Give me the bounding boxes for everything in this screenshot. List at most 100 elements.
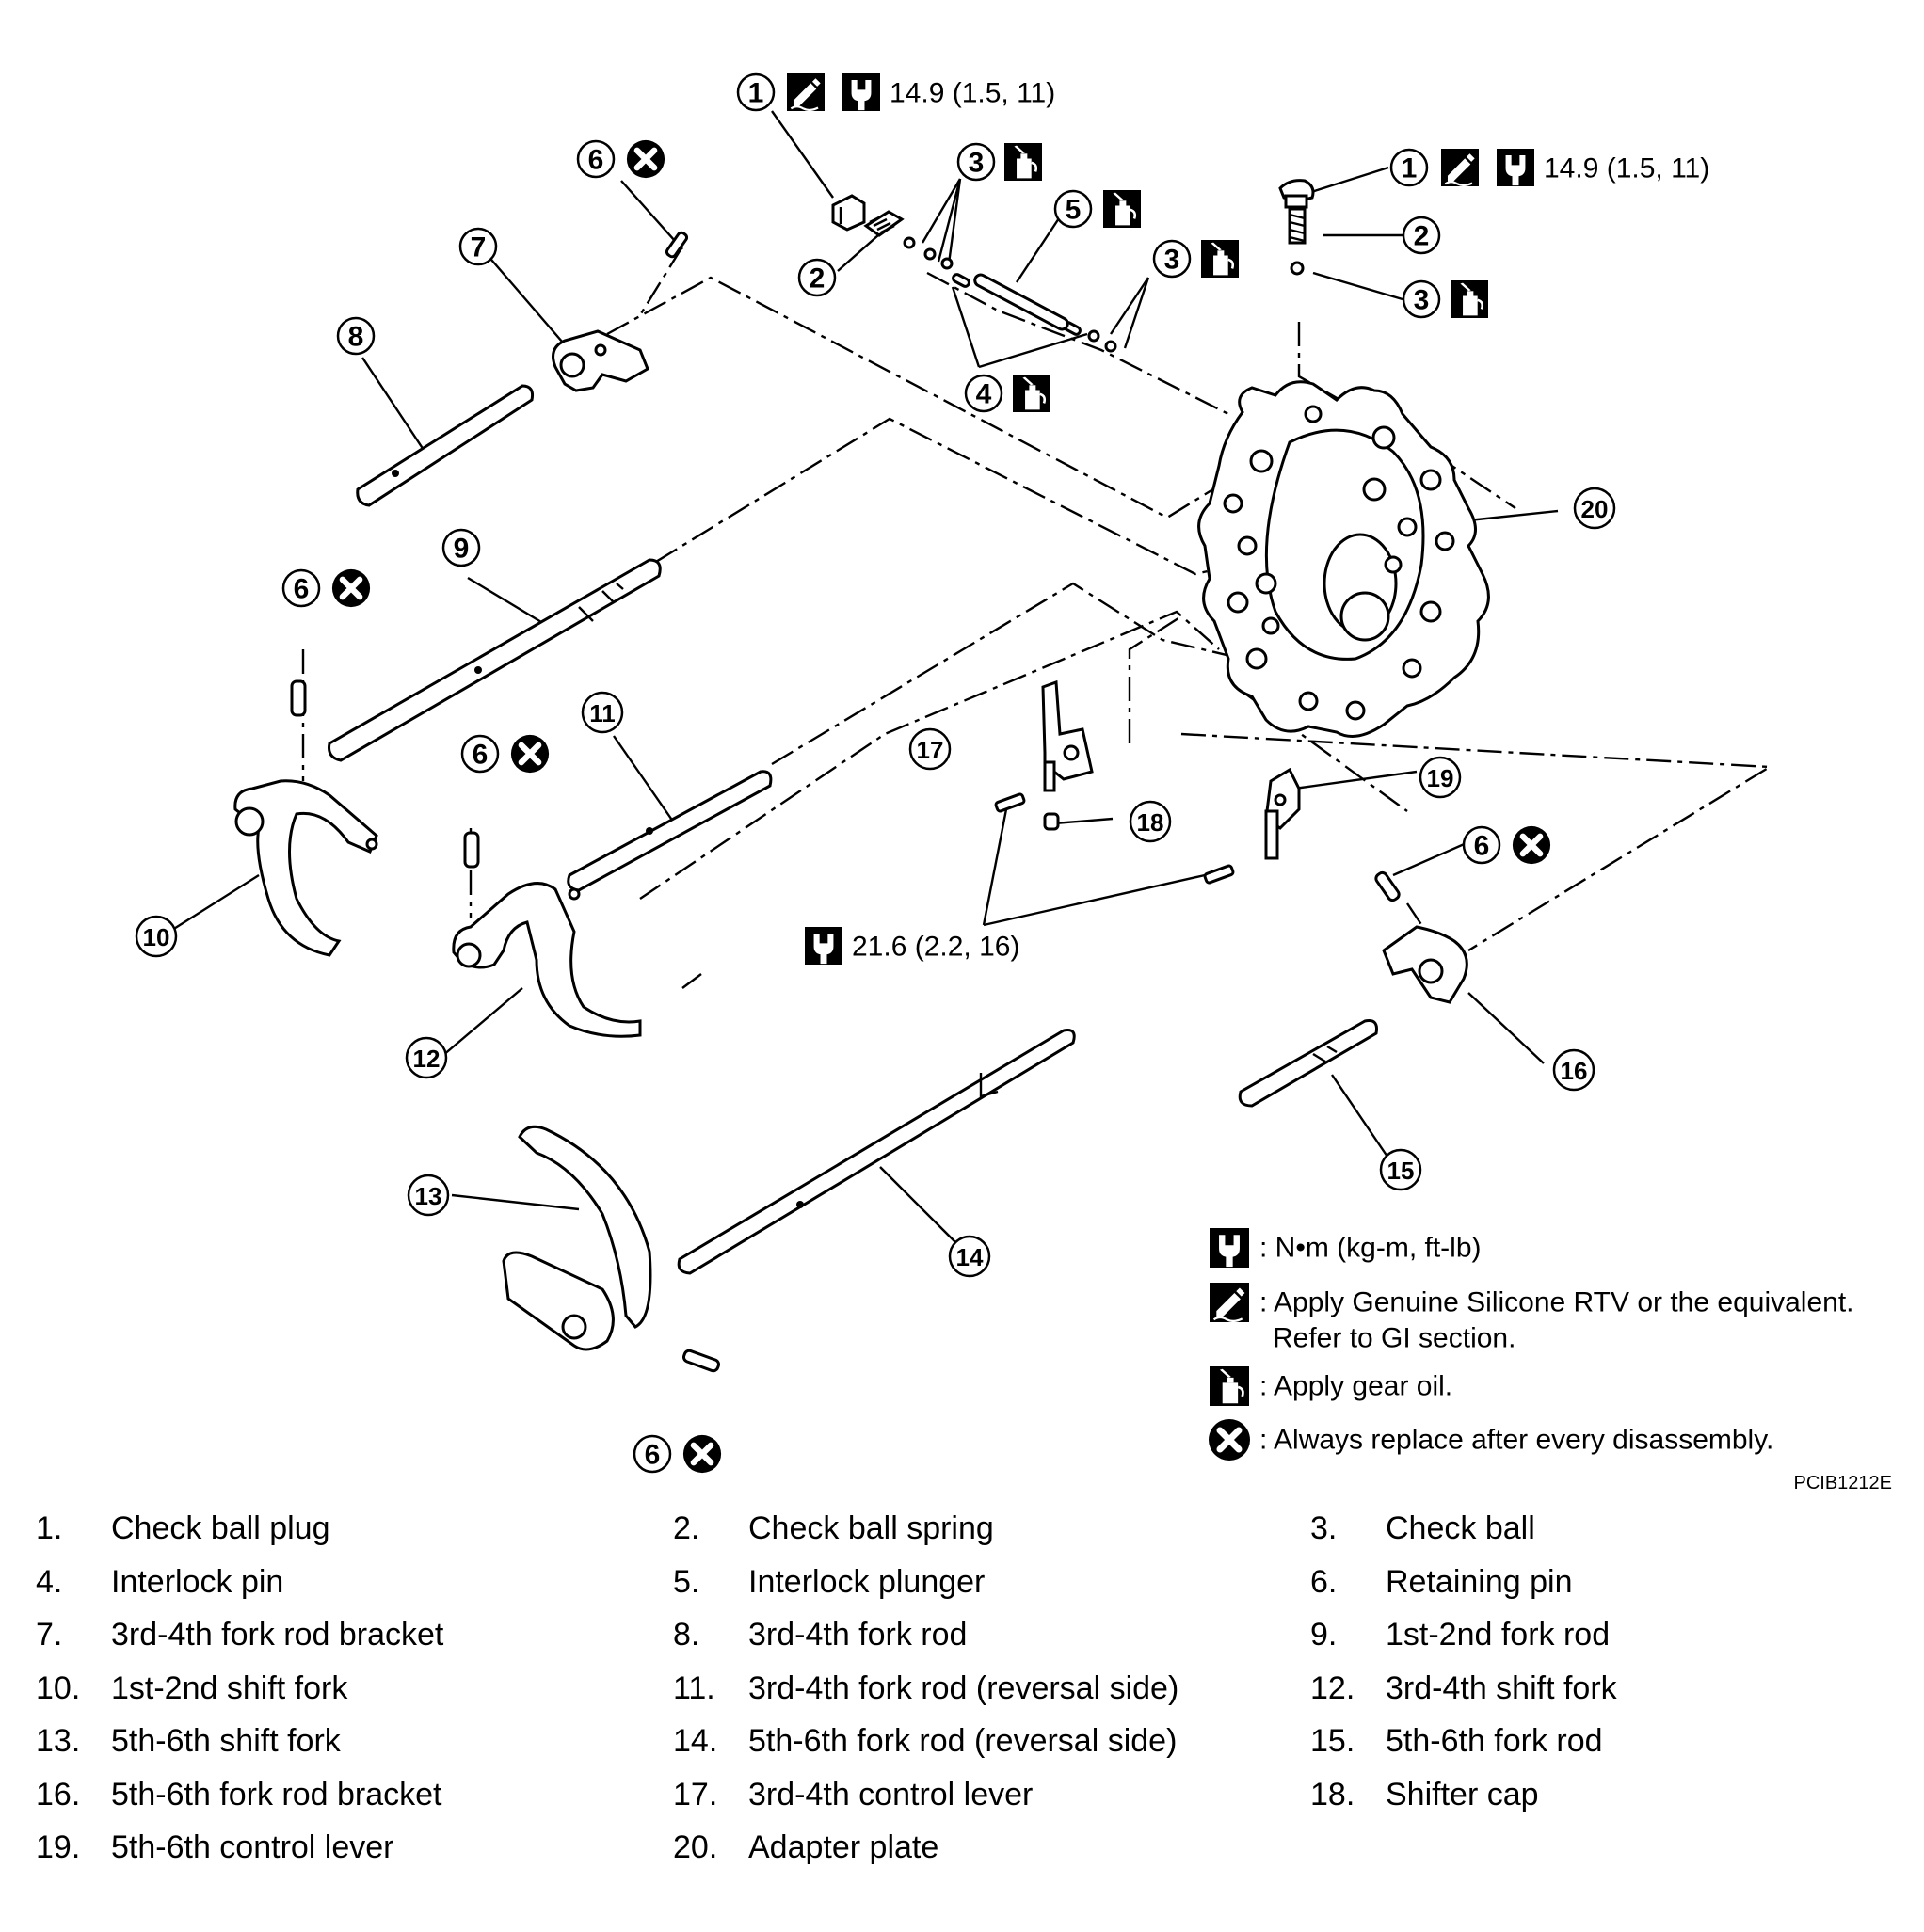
part-number: 16. [36, 1776, 81, 1812]
callout-6: 6 [460, 734, 500, 774]
callout-3: 3 [1402, 279, 1441, 319]
part-number: 2. [673, 1510, 700, 1546]
part-number: 12. [1310, 1669, 1355, 1706]
callout-20: 20 [1573, 487, 1616, 530]
callout-4: 4 [964, 374, 1003, 413]
adapter-plate [1197, 380, 1490, 738]
part-number: 17. [673, 1776, 718, 1812]
fork-rod-bracket-5-6 [1382, 925, 1468, 1004]
svg-text:12: 12 [413, 1045, 441, 1073]
torque-spec-plug-right: 14.9 (1.5, 11) [1544, 153, 1709, 184]
parts-list-item: 15.5th-6th fork rod [1310, 1723, 1603, 1760]
part-number: 20. [673, 1829, 718, 1865]
parts-list-item: 10.1st-2nd shift fork [36, 1670, 347, 1707]
shift-fork-1-2 [233, 779, 378, 957]
svg-text:5: 5 [1066, 195, 1082, 226]
part-name: 5th-6th control lever [111, 1829, 394, 1865]
control-lever-bolt-left [994, 792, 1026, 813]
svg-text:11: 11 [589, 699, 616, 727]
replace-x-icon [332, 569, 370, 607]
callout-19: 19 [1419, 756, 1462, 799]
parts-list-item: 2. Check ball spring [673, 1510, 994, 1547]
part-name: Shifter cap [1386, 1776, 1539, 1812]
shifter-cap [1043, 812, 1060, 831]
parts-list-item: 18. Shifter cap [1310, 1777, 1539, 1813]
torque-wrench-icon [1210, 1228, 1249, 1268]
oil-can-icon [1201, 240, 1239, 278]
callout-6: 6 [576, 139, 616, 179]
part-name: Check ball spring [748, 1510, 994, 1546]
control-lever-3-4 [1041, 679, 1094, 792]
svg-text:6: 6 [1474, 831, 1490, 862]
part-name: 1st-2nd fork rod [1386, 1617, 1611, 1653]
callout-6: 6 [1462, 825, 1501, 865]
callout-6: 6 [633, 1434, 672, 1474]
part-name: Interlock pin [111, 1563, 284, 1600]
part-name: 3rd-4th fork rod (reversal side) [748, 1669, 1179, 1706]
parts-list-item: 4. Interlock pin [36, 1564, 283, 1601]
callout-10: 10 [135, 915, 178, 958]
oil-can-icon [1210, 1366, 1249, 1406]
part-number: 9. [1310, 1617, 1338, 1653]
svg-text:10: 10 [143, 923, 170, 951]
part-number: 18. [1310, 1776, 1355, 1812]
oil-can-icon [1004, 143, 1042, 181]
sealant-icon [1441, 149, 1479, 186]
check-ball-plug-top [831, 194, 866, 232]
symbol-legend: : N•m (kg-m, ft-lb) : Apply Genuine Sili… [1209, 1228, 1854, 1461]
part-name: 1st-2nd shift fork [111, 1669, 348, 1706]
part-name: Check ball plug [111, 1510, 330, 1546]
part-number: 11. [673, 1669, 715, 1706]
svg-text:3: 3 [1414, 285, 1430, 316]
svg-text:1: 1 [1402, 153, 1418, 184]
svg-text:13: 13 [415, 1182, 442, 1210]
parts-list-item: 3.Check ball [1310, 1510, 1535, 1547]
leader-lines [168, 110, 1559, 1248]
oil-can-icon [1451, 280, 1488, 318]
retaining-pin-right [1374, 870, 1401, 902]
legend-oil: : Apply gear oil. [1259, 1371, 1452, 1402]
svg-text:14: 14 [956, 1243, 984, 1271]
parts-list-item: 8.3rd-4th fork rod [673, 1617, 967, 1653]
control-lever-5-6 [1264, 767, 1301, 860]
callout-12: 12 [405, 1036, 448, 1079]
svg-text:2: 2 [1414, 221, 1430, 252]
parts-list-item: 12.3rd-4th shift fork [1310, 1670, 1617, 1707]
part-name: 3rd-4th fork rod [748, 1617, 968, 1653]
svg-text:6: 6 [645, 1440, 661, 1471]
sealant-icon [787, 73, 825, 111]
callout-13: 13 [407, 1174, 450, 1217]
svg-text:3: 3 [969, 148, 985, 179]
torque-wrench-icon [1497, 149, 1534, 186]
part-number: 6. [1310, 1563, 1338, 1600]
svg-text:3: 3 [1164, 245, 1180, 276]
replace-x-icon [627, 140, 665, 178]
part-number: 4. [36, 1563, 63, 1600]
part-name: 3rd-4th fork rod bracket [111, 1617, 444, 1653]
part-number: 1. [36, 1510, 63, 1546]
torque-spec-plug-top: 14.9 (1.5, 11) [890, 78, 1055, 109]
replace-x-icon [683, 1435, 721, 1473]
exploded-view-diagram: 1 1 2 2 3 3 3 4 5 6 6 6 6 6 7 8 9 10 11 … [135, 72, 1892, 1493]
parts-list-item: 1. Check ball plug [36, 1510, 329, 1547]
part-name: 3rd-4th control lever [748, 1776, 1034, 1812]
part-number: 5. [673, 1563, 700, 1600]
part-number: 3. [1310, 1510, 1338, 1546]
parts-list-item: 5.Interlock plunger [673, 1564, 985, 1601]
callout-7: 7 [458, 227, 498, 266]
callout-6: 6 [281, 568, 321, 608]
svg-text:4: 4 [976, 379, 992, 410]
fork-rod-3-4-reversal [567, 770, 773, 892]
callout-15: 15 [1379, 1148, 1422, 1191]
callout-2: 2 [797, 258, 837, 297]
svg-text:8: 8 [348, 322, 364, 353]
fork-rod-1-2 [328, 558, 662, 762]
check-ball-right [1290, 261, 1305, 276]
check-balls [903, 236, 1117, 353]
svg-text:20: 20 [1581, 495, 1609, 523]
parts-list-item: 19.5th-6th control lever [36, 1829, 394, 1866]
fork-rod-5-6 [1238, 1019, 1378, 1108]
replace-x-icon [1513, 826, 1550, 864]
callout-17: 17 [908, 727, 952, 771]
legend-sealant-note: Refer to GI section. [1273, 1323, 1515, 1354]
